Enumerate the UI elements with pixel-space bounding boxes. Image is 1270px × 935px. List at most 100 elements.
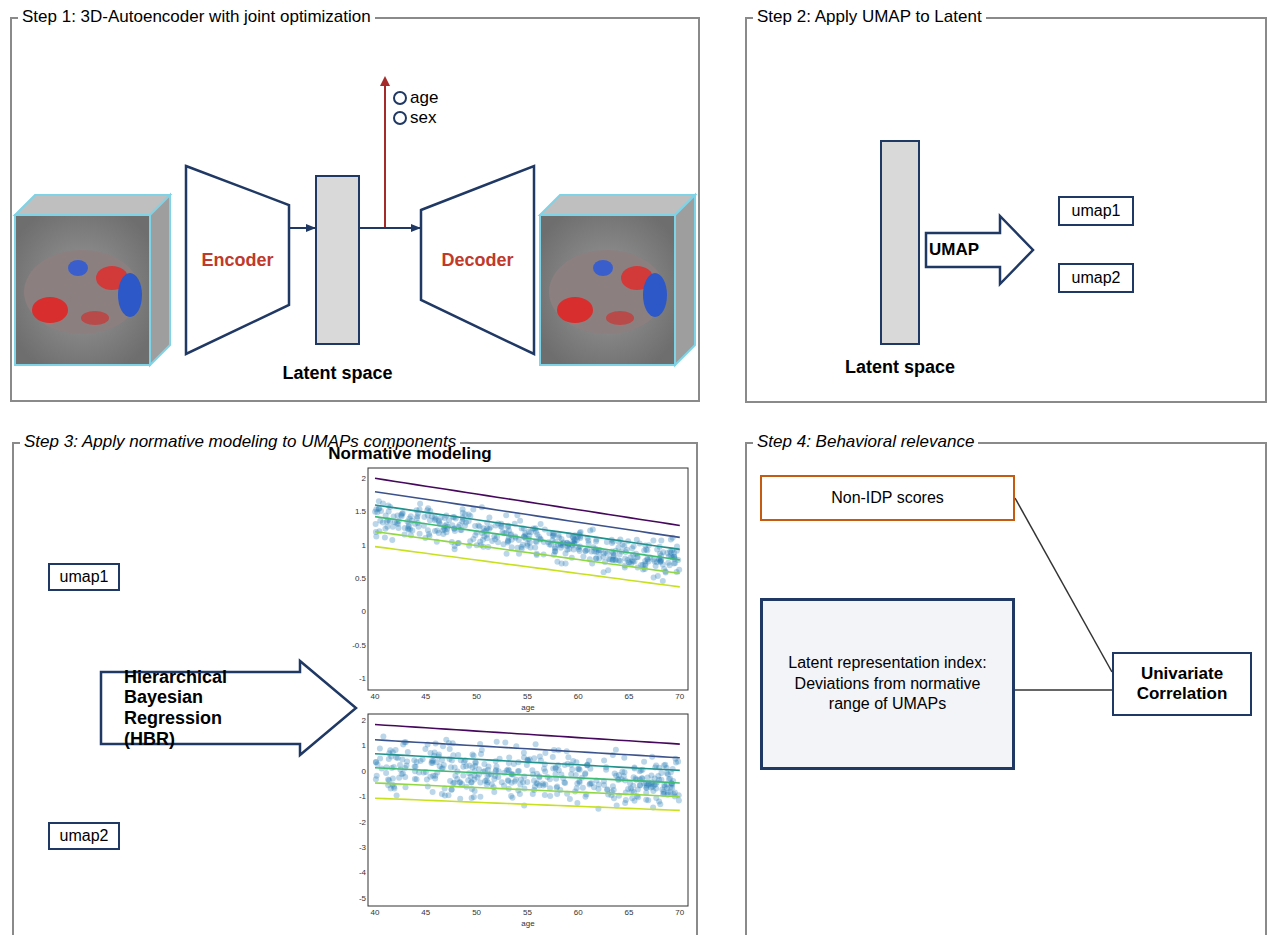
data-point <box>515 768 521 774</box>
axis-tick: 1 <box>362 741 366 750</box>
axis-tick: 50 <box>472 692 481 701</box>
data-point <box>634 537 640 543</box>
data-point <box>534 532 540 538</box>
data-point <box>499 524 505 530</box>
data-point <box>517 518 523 524</box>
data-point <box>447 746 453 752</box>
data-point <box>593 539 599 545</box>
panel-heading: Step 1: 3D-Autoencoder with joint optimi… <box>18 7 375 27</box>
data-point <box>620 542 626 548</box>
data-point <box>451 780 457 786</box>
data-point <box>596 786 602 792</box>
decoder-block: Decoder <box>420 165 535 355</box>
data-point <box>562 780 568 786</box>
data-point <box>565 754 571 760</box>
data-point <box>568 771 574 777</box>
box-label: umap1 <box>1072 202 1121 220</box>
box-heading: Latent representation index: <box>788 653 986 674</box>
data-point <box>668 537 674 543</box>
data-point <box>380 733 386 739</box>
percentile-curve <box>375 478 680 525</box>
axis-tick: 2 <box>362 474 366 483</box>
data-point <box>613 747 619 753</box>
chart-frame <box>368 714 688 906</box>
data-point <box>542 769 548 775</box>
data-point <box>593 555 599 561</box>
data-point <box>661 789 667 795</box>
data-point <box>621 755 627 761</box>
data-point <box>430 773 436 779</box>
data-point <box>470 751 476 757</box>
chart-title: Normative modeling <box>328 444 491 464</box>
axis-tick: -0.5 <box>352 641 366 650</box>
process-box: Univariate Correlation <box>1112 652 1252 716</box>
data-point <box>486 514 492 520</box>
data-point <box>656 798 662 804</box>
axis-tick: 0 <box>362 607 366 616</box>
data-point <box>417 531 423 537</box>
data-point <box>400 510 406 516</box>
data-point <box>389 537 395 543</box>
data-point <box>438 515 444 521</box>
data-point <box>655 573 661 579</box>
data-point <box>430 789 436 795</box>
latent-bar: Latent space <box>880 140 920 345</box>
data-point <box>412 776 418 782</box>
connector <box>360 227 420 229</box>
step-panel: Step 2: Apply UMAP to LatentLatent space… <box>745 17 1267 403</box>
scatter-points <box>372 478 682 587</box>
box-label: umap2 <box>60 827 109 845</box>
data-point <box>446 792 452 798</box>
data-point <box>449 787 455 793</box>
data-point <box>611 795 617 801</box>
data-point <box>601 551 607 557</box>
data-point <box>404 762 410 768</box>
axis-tick: -5 <box>359 894 366 903</box>
chart-frame <box>368 468 688 690</box>
latent-bar: Latent space <box>315 175 360 345</box>
data-point <box>586 758 592 764</box>
data-point <box>502 739 508 745</box>
data-point <box>414 514 420 520</box>
data-point <box>586 541 592 547</box>
trapezoid-shape <box>186 166 289 354</box>
panel-heading: Step 4: Behavioral relevance <box>753 432 978 452</box>
axis-tick: 65 <box>625 908 634 917</box>
data-point <box>493 767 499 773</box>
data-point <box>629 788 635 794</box>
data-point <box>653 786 659 792</box>
data-point <box>643 797 649 803</box>
data-point <box>517 781 523 787</box>
data-point <box>374 773 380 779</box>
axis-tick: 0 <box>362 767 366 776</box>
data-point <box>554 785 560 791</box>
axis-tick: 45 <box>421 692 430 701</box>
data-point <box>610 557 616 563</box>
data-point <box>411 757 417 763</box>
data-point <box>561 780 567 786</box>
connector <box>1015 689 1112 691</box>
data-point <box>542 792 548 798</box>
data-point <box>610 783 616 789</box>
box-label: umap2 <box>1072 269 1121 287</box>
data-point <box>477 780 483 786</box>
data-point <box>510 795 516 801</box>
data-point <box>533 741 539 747</box>
data-point <box>623 797 629 803</box>
data-point <box>427 517 433 523</box>
data-point <box>625 557 631 563</box>
axis-tick: 1.5 <box>355 507 366 516</box>
data-point <box>605 792 611 798</box>
data-point <box>481 525 487 531</box>
step-panel: Step 1: 3D-Autoencoder with joint optimi… <box>10 17 700 402</box>
percentile-curve <box>375 754 680 771</box>
data-point <box>390 776 396 782</box>
data-point <box>481 761 487 767</box>
percentile-curve <box>375 505 680 549</box>
data-point <box>449 787 455 793</box>
data-point <box>430 758 436 764</box>
output-label: age <box>410 88 438 108</box>
data-point <box>452 543 458 549</box>
percentile-curve <box>375 783 680 797</box>
